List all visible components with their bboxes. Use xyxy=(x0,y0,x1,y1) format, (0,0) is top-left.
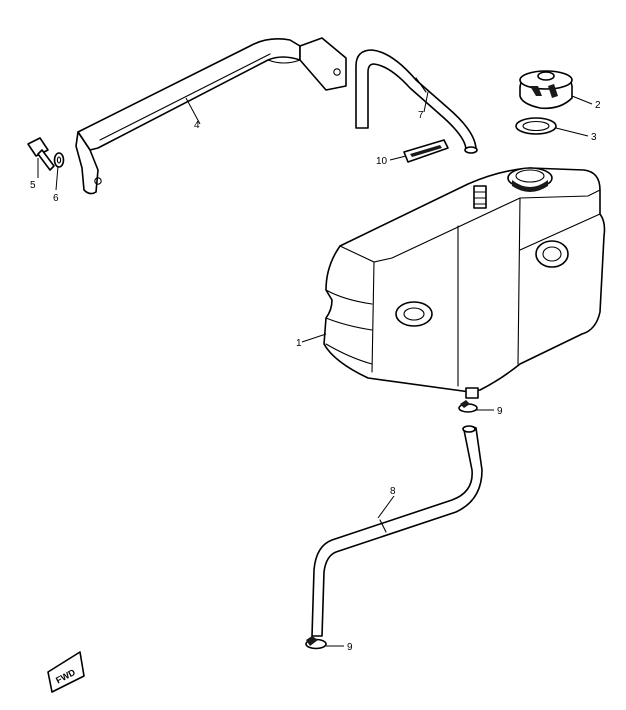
callout-4: 4 xyxy=(194,120,200,131)
bolt xyxy=(27,137,55,171)
callout-1: 1 xyxy=(296,338,302,349)
callout-5: 5 xyxy=(30,180,36,191)
fwd-direction-badge: FWD xyxy=(47,651,85,693)
hose-clip-plate xyxy=(403,139,449,163)
fuel-hose xyxy=(311,425,483,637)
hose-clamp-lower xyxy=(305,636,327,650)
callout-3: 3 xyxy=(591,132,597,143)
vent-hose xyxy=(355,49,478,154)
cap-gasket xyxy=(515,117,557,135)
callout-8: 8 xyxy=(390,486,396,497)
callout-7: 7 xyxy=(418,110,424,121)
leader-lines xyxy=(37,91,593,647)
callout-2: 2 xyxy=(595,100,601,111)
fuel-cap xyxy=(519,70,573,110)
fuel-tank xyxy=(323,167,606,399)
callout-6: 6 xyxy=(53,193,59,204)
hose-clamp-upper xyxy=(458,400,478,413)
callout-9-upper: 9 xyxy=(497,406,503,417)
mounting-bracket xyxy=(75,37,347,195)
callout-labels: 1 2 3 4 5 6 7 8 9 9 10 xyxy=(30,100,601,653)
callout-9-lower: 9 xyxy=(347,642,353,653)
washer xyxy=(53,152,65,168)
callout-10: 10 xyxy=(376,156,388,167)
